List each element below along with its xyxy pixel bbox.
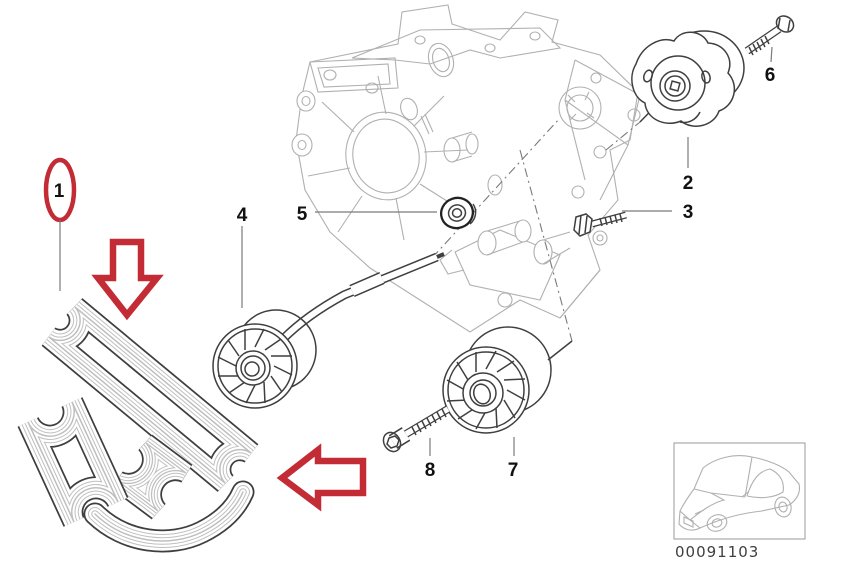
bolt-3: [573, 211, 627, 237]
tensioner-pulley-vanes: [217, 328, 293, 404]
serpentine-belt: [28, 307, 251, 541]
tensioner-pulley: [212, 309, 317, 409]
down-arrow-icon: [91, 238, 164, 321]
callout-4-label: 4: [237, 205, 248, 226]
callout-1-label: 1: [54, 181, 65, 202]
callout-6-label: 6: [765, 65, 776, 86]
image-code-label: 00091103: [675, 543, 759, 561]
vehicle-thumbnail-frame: [673, 442, 806, 540]
callout-2-label: 2: [683, 173, 694, 194]
vehicle-thumbnail: 00091103: [673, 442, 806, 561]
bolt-6: [744, 15, 795, 56]
callout-labels: 1 2 3 4 5 6 7 8: [54, 65, 776, 481]
bolt-8: [382, 405, 451, 453]
callout-leaders: [59, 46, 773, 456]
callout-5-label: 5: [297, 204, 308, 225]
engine-block-drawing: [291, 4, 641, 333]
idler-pulley-vanes: [446, 350, 526, 430]
idler-pulley: [442, 326, 552, 434]
washer: [439, 196, 477, 230]
tensioner-arm: [279, 252, 445, 343]
callout-7-label: 7: [508, 460, 519, 481]
left-arrow-icon: [276, 443, 367, 512]
tensioner-unit: [631, 30, 745, 127]
car-outline-drawing: [678, 455, 801, 532]
callout-8-label: 8: [425, 460, 436, 481]
callout-3-label: 3: [683, 202, 694, 223]
